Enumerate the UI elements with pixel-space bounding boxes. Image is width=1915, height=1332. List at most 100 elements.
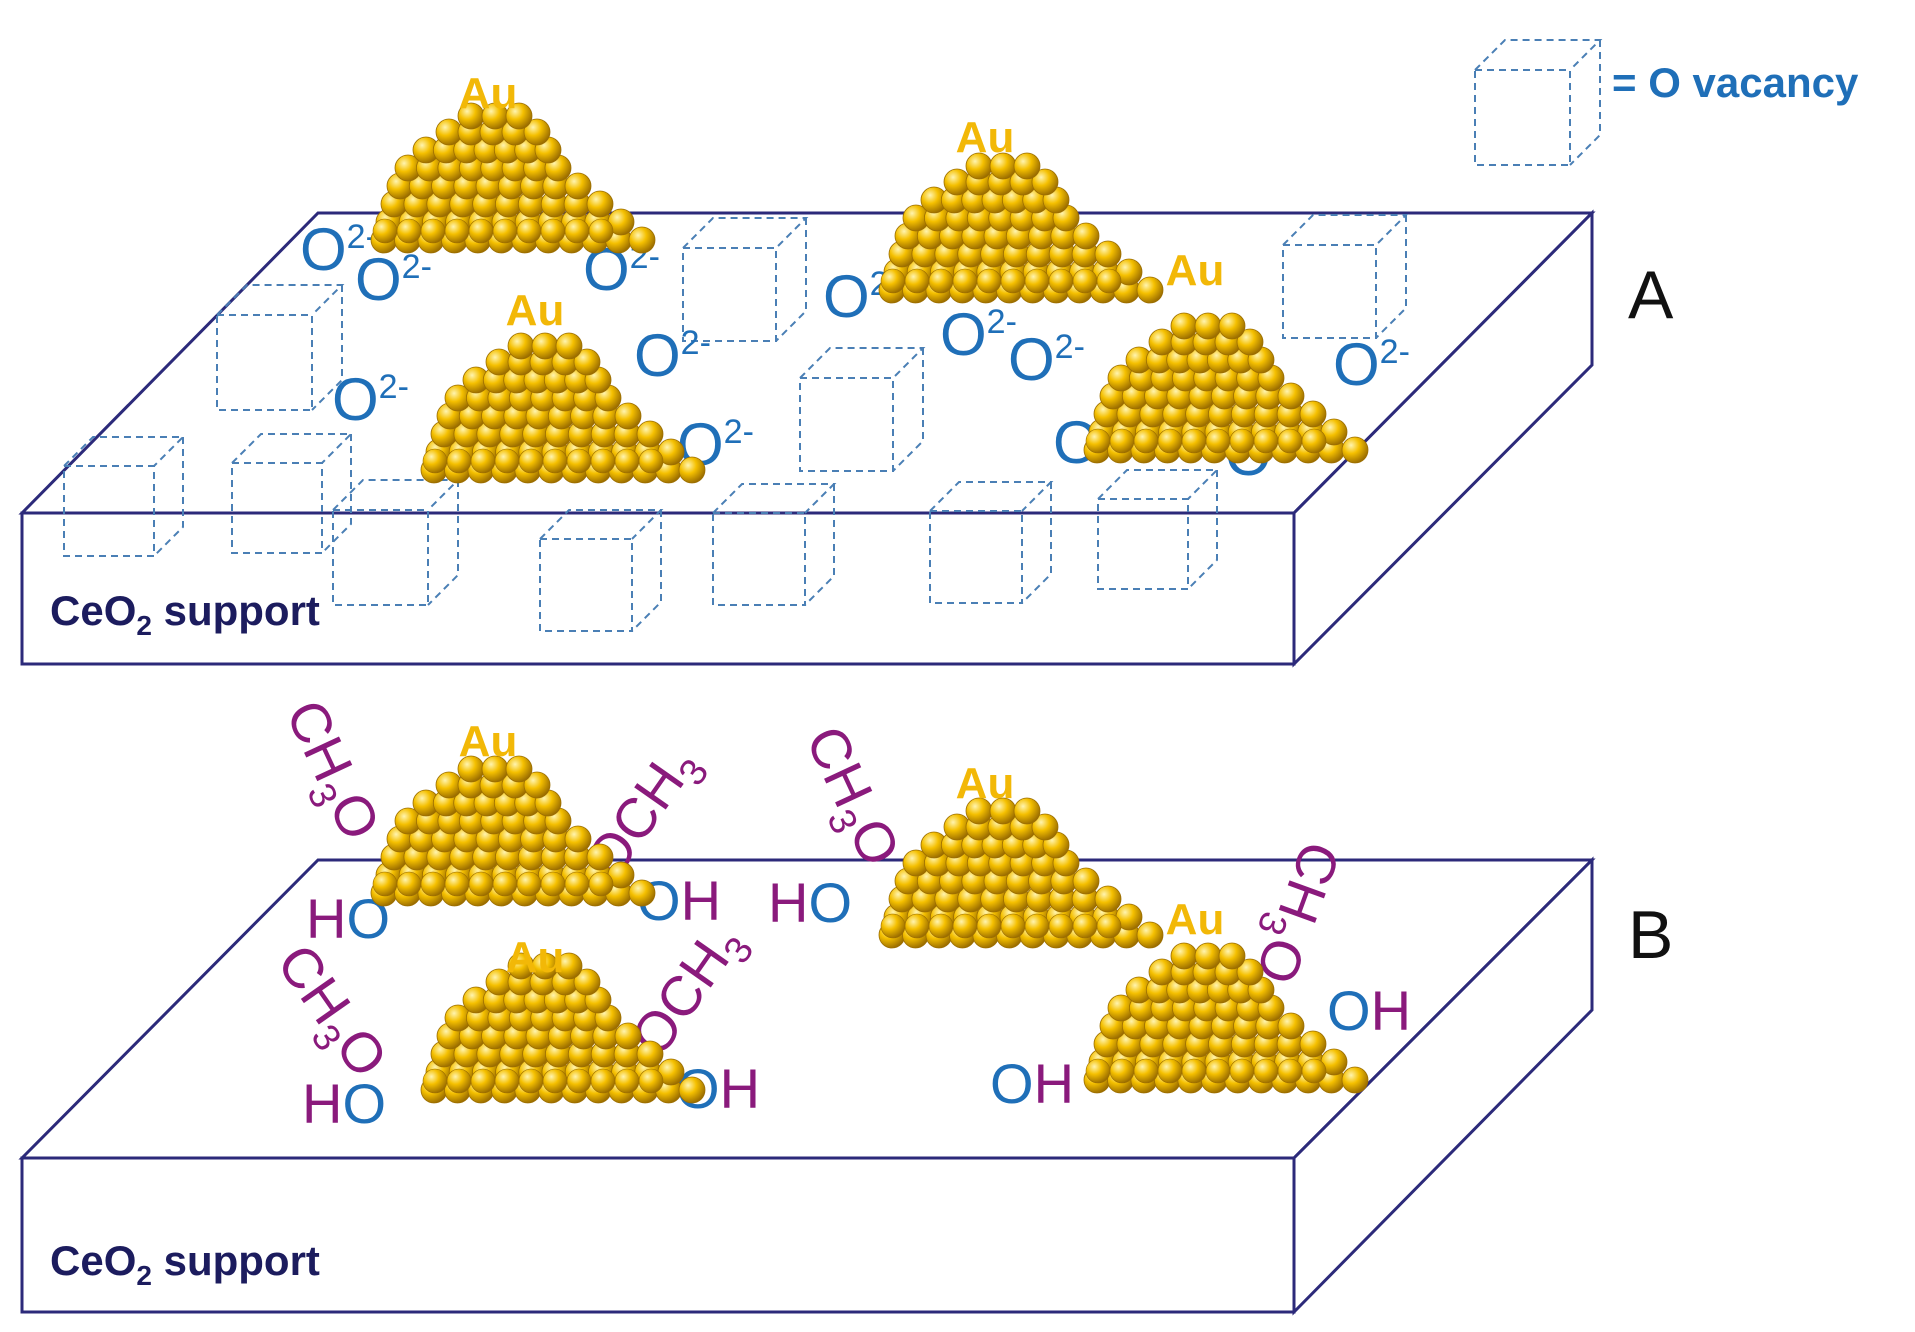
methoxy-label: CH3O: [784, 716, 913, 879]
gold-atom: [1072, 222, 1100, 250]
hydroxyl-label: HO: [768, 871, 852, 934]
gold-atom: [678, 1076, 706, 1104]
gold-atom: [1301, 428, 1327, 454]
gold-atom: [564, 218, 590, 244]
gold-cluster-b3: [420, 952, 706, 1104]
gold-atom: [1194, 312, 1222, 340]
gold-atom: [880, 913, 906, 939]
gold-atom: [880, 268, 906, 294]
gold-atom: [1277, 1058, 1303, 1084]
gold-atom: [1170, 312, 1198, 340]
panel-a: O2-O2-O2-O2-O2-O2-O2-O2-O2-O2-O2-O2- AuA…: [18, 69, 1674, 668]
gold-atom: [1301, 1058, 1327, 1084]
gold-atom: [638, 448, 664, 474]
au-label: Au: [1166, 246, 1225, 295]
gold-atom: [540, 218, 566, 244]
gold-atom: [516, 871, 542, 897]
gold-atom: [505, 755, 533, 783]
gold-cluster-b2: [878, 797, 1164, 949]
oxygen-ion-label: O2-: [332, 366, 409, 433]
gold-atom: [952, 268, 978, 294]
gold-atom: [518, 1068, 544, 1094]
au-label: Au: [956, 113, 1015, 162]
gold-atom: [1072, 268, 1098, 294]
gold-atom: [1133, 1058, 1159, 1084]
gold-atom: [540, 871, 566, 897]
oxygen-vacancies-a: [63, 214, 1409, 632]
gold-atom: [1136, 276, 1164, 304]
gold-atom: [1218, 312, 1246, 340]
slab-a-side-face: [1292, 209, 1594, 668]
gold-atom: [1085, 1058, 1111, 1084]
gold-atom: [1277, 428, 1303, 454]
gold-atom: [1048, 913, 1074, 939]
gold-atom: [566, 448, 592, 474]
au-label: Au: [956, 759, 1015, 808]
gold-atom: [1170, 942, 1198, 970]
gold-atom: [1085, 428, 1111, 454]
gold-atom: [1277, 1012, 1305, 1040]
oxygen-vacancy-2: [1282, 214, 1409, 339]
au-label: Au: [459, 69, 518, 118]
gold-atom: [952, 913, 978, 939]
gold-atom: [420, 871, 446, 897]
oxygen-vacancy-3: [216, 284, 345, 411]
legend-label: = O vacancy: [1612, 59, 1859, 106]
gold-atom: [1157, 428, 1183, 454]
gold-atom: [518, 448, 544, 474]
panel-b: HOOHHOHOOHOHOH CH3OCH3OCH3OCH3OOCH3OCH3 …: [18, 690, 1673, 1316]
gold-atom: [492, 871, 518, 897]
gold-atom: [444, 218, 470, 244]
gold-atom: [928, 913, 954, 939]
gold-atom: [1094, 240, 1122, 268]
gold-atom: [586, 190, 614, 218]
oxygen-vacancy-1: [682, 217, 809, 342]
gold-atom: [1181, 428, 1207, 454]
gold-atom: [1253, 1058, 1279, 1084]
gold-cluster-b4: [1083, 942, 1369, 1094]
gold-atom: [678, 456, 706, 484]
gold-atom: [470, 448, 496, 474]
gold-cluster-a2: [878, 152, 1164, 304]
gold-atom: [636, 420, 664, 448]
gold-atom: [564, 825, 592, 853]
gold-atom: [588, 871, 614, 897]
gold-atom: [928, 268, 954, 294]
oxygen-vacancy-8: [539, 509, 664, 632]
gold-atom: [590, 448, 616, 474]
gold-atom: [1277, 382, 1305, 410]
gold-atom: [505, 102, 533, 130]
gold-atom: [1218, 942, 1246, 970]
gold-atom: [1109, 1058, 1135, 1084]
au-label: Au: [459, 717, 518, 766]
gold-atom: [976, 913, 1002, 939]
gold-atom: [1236, 328, 1264, 356]
gold-atom: [372, 218, 398, 244]
gold-atom: [588, 218, 614, 244]
slab-b-side-face: [1292, 856, 1594, 1316]
gold-atom: [468, 218, 494, 244]
oxygen-vacancy-9: [712, 483, 837, 606]
support-label-a: CeO2 support: [50, 587, 320, 641]
gold-atom: [628, 226, 656, 254]
vacancy-cube-icon: [1474, 39, 1603, 166]
gold-atom: [1136, 921, 1164, 949]
gold-atom: [614, 402, 642, 430]
gold-atom: [531, 332, 559, 360]
gold-atom: [1013, 797, 1041, 825]
gold-atom: [638, 1068, 664, 1094]
gold-atom: [1229, 1058, 1255, 1084]
gold-atom: [468, 871, 494, 897]
gold-atom: [1341, 436, 1369, 464]
gold-atom: [1024, 913, 1050, 939]
gold-atom: [1031, 813, 1059, 841]
gold-atom: [1133, 428, 1159, 454]
oxygen-vacancy-10: [929, 481, 1054, 604]
gold-atom: [1096, 913, 1122, 939]
gold-atom: [523, 118, 551, 146]
gold-atom: [1094, 885, 1122, 913]
hydroxyl-label: OH: [990, 1052, 1074, 1115]
gold-atom: [372, 871, 398, 897]
